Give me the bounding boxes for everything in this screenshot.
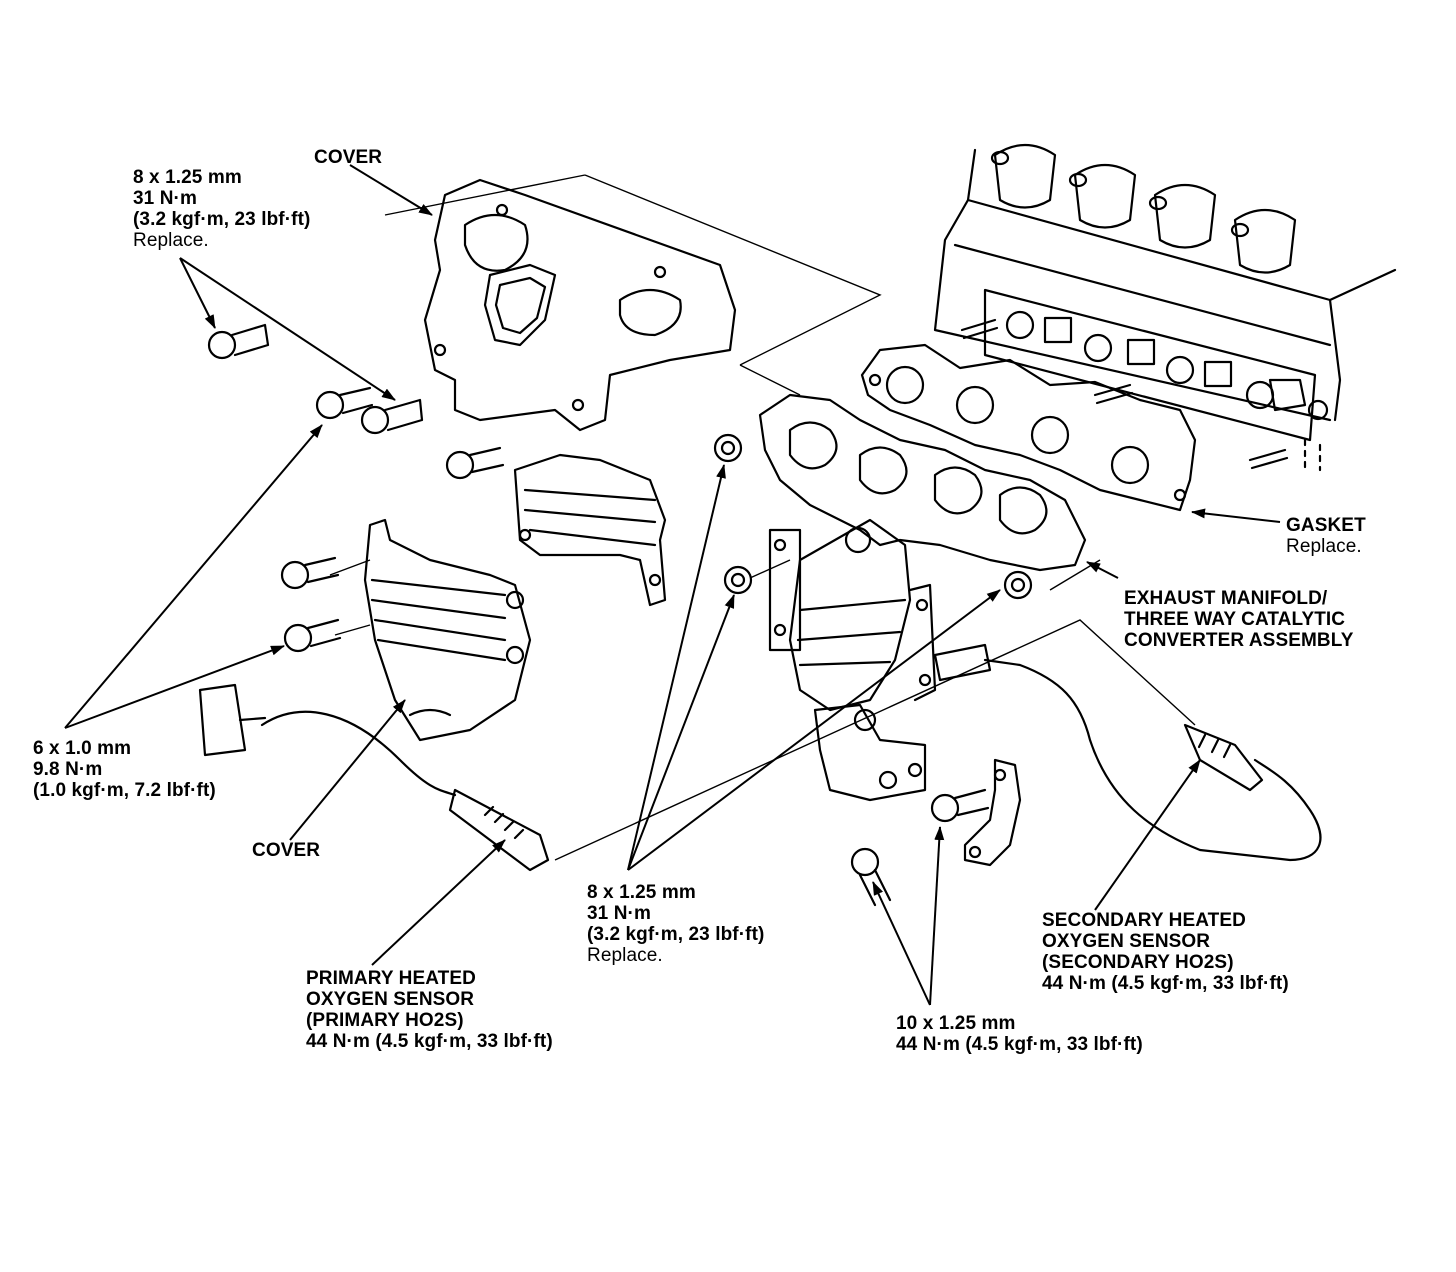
upper-heat-shield [423,178,737,432]
label-secondary-sensor: SECONDARY HEATED OXYGEN SENSOR (SECONDAR… [1042,910,1289,994]
manifold-bracket [963,758,1022,867]
label-nut-center: 8 x 1.25 mm 31 N·m (3.2 kgf·m, 23 lbf·ft… [587,882,765,966]
secondary-oxygen-sensor [933,643,1322,862]
engine-head [933,144,1397,472]
label-cover-top: COVER [314,147,383,168]
lower-catalyst-cover [363,518,532,742]
label-exhaust-manifold: EXHAUST MANIFOLD/ THREE WAY CATALYTIC CO… [1124,588,1354,651]
label-bolt-cover-small: 6 x 1.0 mm 9.8 N·m (1.0 kgf·m, 7.2 lbf·f… [33,738,216,801]
label-bolt-top: 8 x 1.25 mm 31 N·m (3.2 kgf·m, 23 lbf·ft… [133,167,311,251]
gasket [860,343,1197,512]
label-bracket-bolt: 10 x 1.25 mm 44 N·m (4.5 kgf·m, 33 lbf·f… [896,1013,1143,1055]
label-primary-sensor: PRIMARY HEATED OXYGEN SENSOR (PRIMARY HO… [306,968,553,1052]
guide-lines [329,174,1196,861]
label-gasket: GASKET Replace. [1286,515,1366,557]
fasteners [207,323,1033,907]
label-cover-lower: COVER [252,840,321,861]
callout-arrows [64,164,1281,1006]
lower-heat-shield-bracket [513,453,667,607]
primary-oxygen-sensor [198,683,550,872]
exhaust-manifold-assembly [758,393,1087,802]
